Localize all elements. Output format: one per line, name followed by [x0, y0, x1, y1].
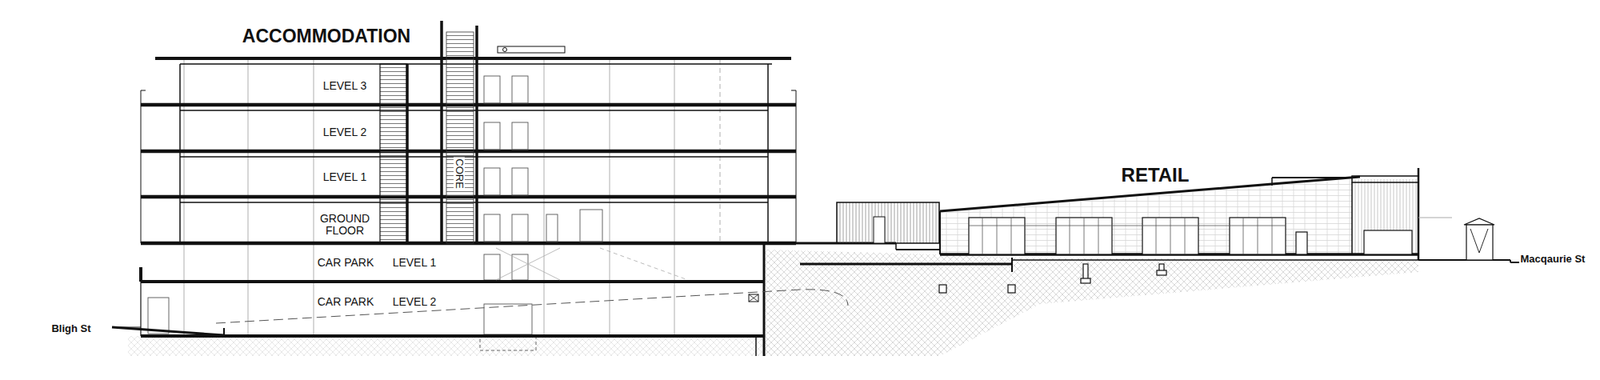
- building-title: ACCOMMODATION: [240, 26, 412, 47]
- level-label: CAR PARK: [316, 296, 376, 308]
- level-label: CAR PARK: [316, 256, 376, 269]
- street-name: Bligh St: [49, 323, 92, 335]
- level-label: LEVEL 1: [391, 256, 439, 269]
- level-label: LEVEL 1: [321, 171, 369, 184]
- level-label: LEVEL 2: [391, 296, 439, 308]
- street-name: Macqaurie St: [1519, 253, 1588, 265]
- building-title: RETAIL: [1120, 164, 1192, 186]
- level-label: GROUND FLOOR: [314, 212, 376, 238]
- level-label: LEVEL 2: [321, 126, 369, 139]
- level-label: LEVEL 3: [321, 80, 369, 92]
- core-label: CORE: [453, 156, 465, 191]
